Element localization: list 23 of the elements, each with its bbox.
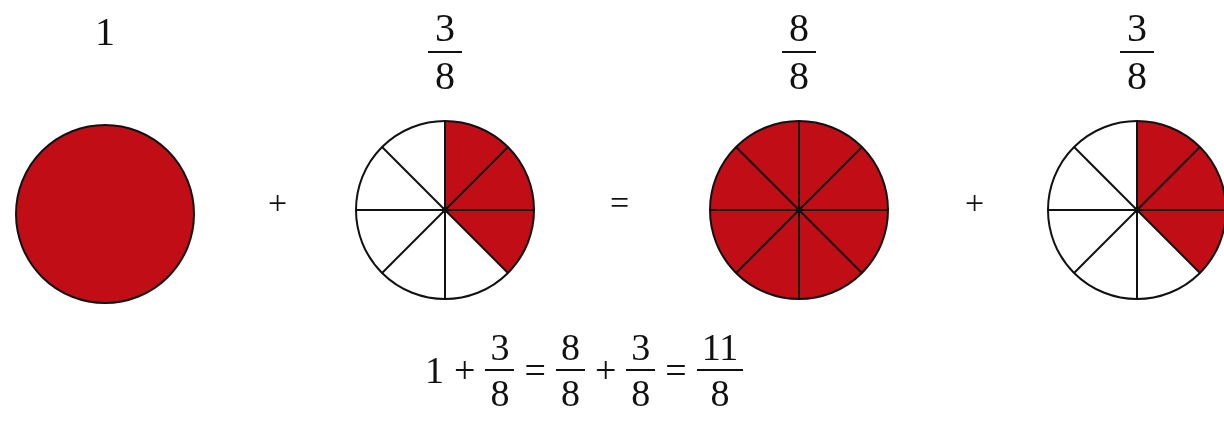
denominator: 8 xyxy=(631,374,651,412)
denominator: 8 xyxy=(435,56,455,96)
numerator: 8 xyxy=(560,328,580,366)
denominator: 8 xyxy=(560,374,580,412)
denominator: 8 xyxy=(710,374,730,412)
equation-term: 1 xyxy=(425,348,444,392)
number-label: 1 xyxy=(95,12,115,52)
numerator: 3 xyxy=(490,328,510,366)
denominator: 8 xyxy=(1127,56,1147,96)
numerator: 3 xyxy=(435,8,455,48)
denominator: 8 xyxy=(789,56,809,96)
operator-sign: = xyxy=(610,184,630,222)
numerator: 11 xyxy=(701,328,739,366)
numerator: 3 xyxy=(1127,8,1147,48)
equation-term: + xyxy=(454,348,476,392)
equation-term: = xyxy=(524,348,546,392)
denominator: 8 xyxy=(490,374,510,412)
numerator: 8 xyxy=(789,8,809,48)
operator-sign: + xyxy=(965,184,985,222)
operator-sign: + xyxy=(268,184,288,222)
equation-term: + xyxy=(594,348,617,392)
equation-term: = xyxy=(665,348,687,392)
numerator: 3 xyxy=(631,328,651,366)
